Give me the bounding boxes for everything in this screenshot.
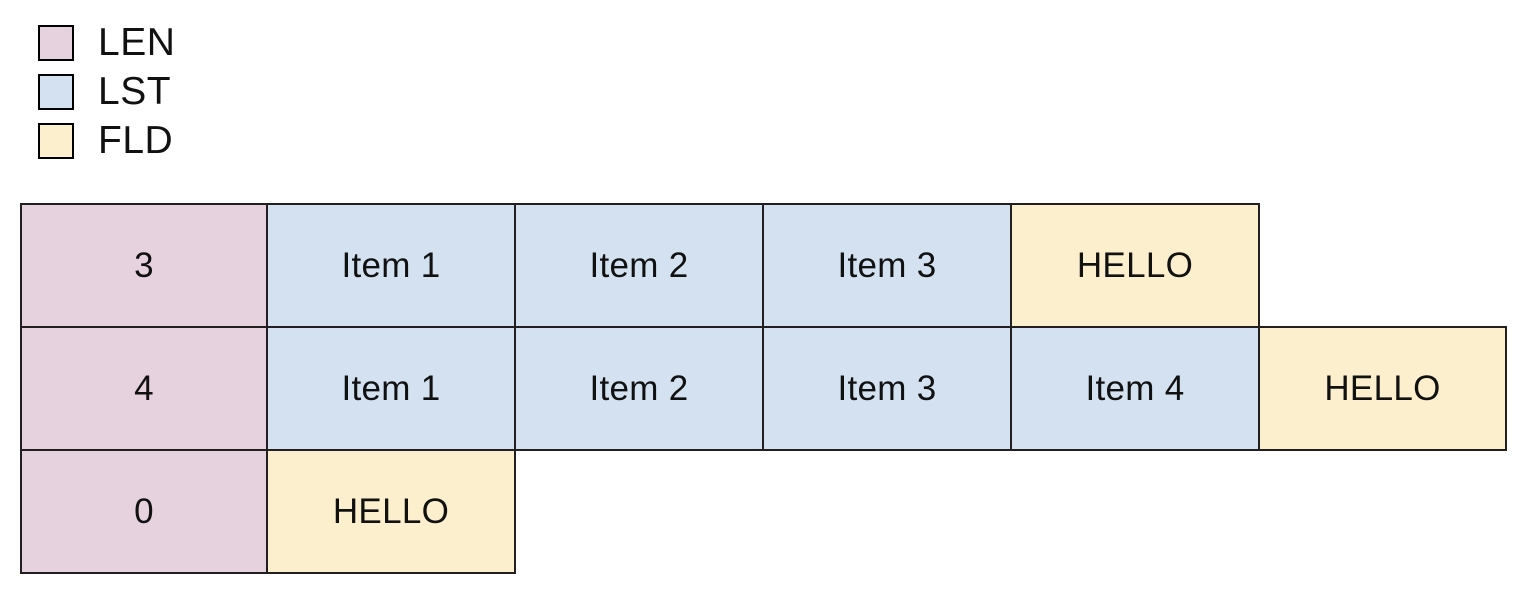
table-row: 0 HELLO xyxy=(20,449,1507,574)
table-cell-fld: HELLO xyxy=(1010,203,1260,328)
memory-layout-table: 3 Item 1 Item 2 Item 3 HELLO 4 Item 1 It… xyxy=(20,203,1507,574)
legend-item-lst: LST xyxy=(38,70,175,113)
legend-label-lst: LST xyxy=(98,70,172,113)
table-cell-lst: Item 2 xyxy=(514,203,764,328)
legend-swatch-fld xyxy=(38,123,74,159)
table-cell-lst: Item 1 xyxy=(266,326,516,451)
legend-label-len: LEN xyxy=(98,21,176,64)
legend: LEN LST FLD xyxy=(38,21,176,162)
legend-item-fld: FLD xyxy=(38,119,175,162)
table-cell-fld: HELLO xyxy=(266,449,516,574)
table-cell-lst: Item 1 xyxy=(266,203,516,328)
legend-swatch-len xyxy=(38,25,74,61)
table-cell-lst: Item 3 xyxy=(762,326,1012,451)
table-row: 4 Item 1 Item 2 Item 3 Item 4 HELLO xyxy=(20,326,1507,451)
legend-swatch-lst xyxy=(38,74,74,110)
table-cell-len: 0 xyxy=(20,449,268,574)
legend-item-len: LEN xyxy=(38,21,176,64)
table-row: 3 Item 1 Item 2 Item 3 HELLO xyxy=(20,203,1507,328)
table-cell-len: 4 xyxy=(20,326,268,451)
table-cell-len: 3 xyxy=(20,203,268,328)
table-cell-lst: Item 3 xyxy=(762,203,1012,328)
legend-label-fld: FLD xyxy=(98,119,174,162)
table-cell-fld: HELLO xyxy=(1258,326,1507,451)
table-cell-lst: Item 4 xyxy=(1010,326,1260,451)
table-cell-lst: Item 2 xyxy=(514,326,764,451)
